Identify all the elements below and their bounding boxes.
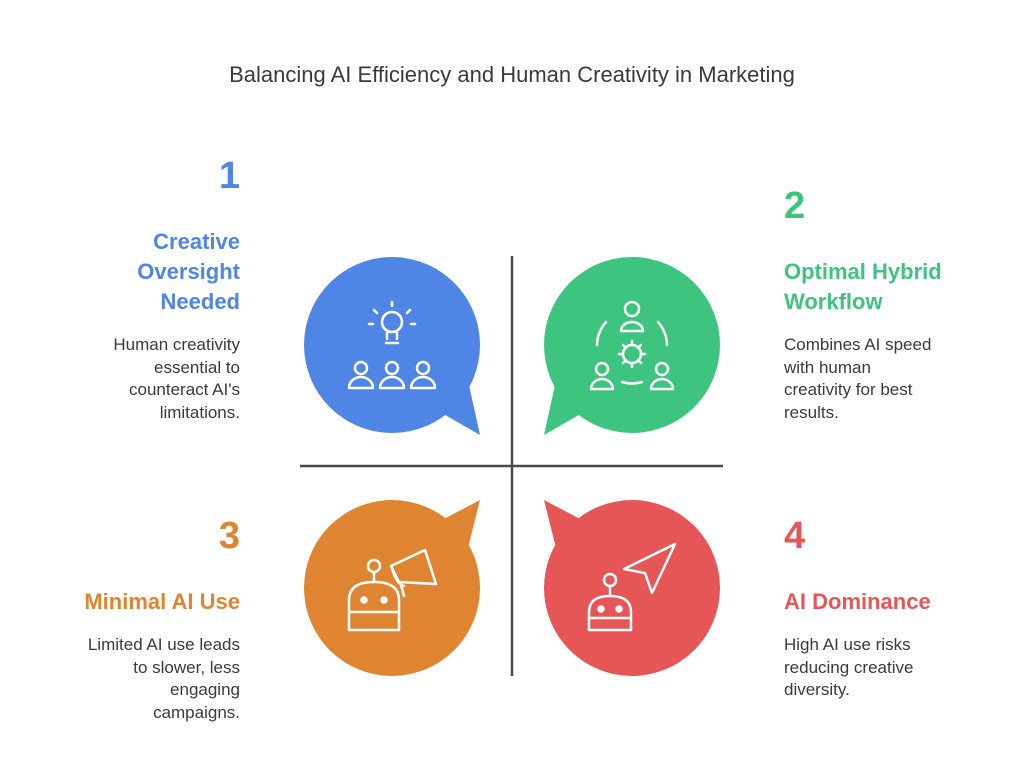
quadrant-3-heading: Minimal AI Use — [84, 589, 240, 614]
robot-megaphone-icon — [347, 548, 438, 632]
quadrant-3-text: 3 Minimal AI Use Limited AI use leads to… — [40, 517, 240, 724]
quadrant-1-text: 1 Creative Oversight Needed Human creati… — [40, 157, 240, 424]
quadrant-2-number: 2 — [784, 185, 806, 227]
quadrant-1-heading: Creative Oversight Needed — [137, 229, 240, 314]
robot-navigation-icon — [587, 542, 677, 632]
quadrant-3-number: 3 — [218, 515, 240, 557]
lightbulb-team-icon — [347, 300, 437, 390]
quadrant-4-text: 4 AI Dominance High AI use risks reducin… — [784, 517, 984, 702]
quadrant-2-heading: Optimal Hybrid Workflow — [784, 259, 942, 314]
diagram-title: Balancing AI Efficiency and Human Creati… — [229, 62, 795, 87]
quadrant-4-number: 4 — [784, 515, 806, 557]
quadrant-1-number: 1 — [218, 155, 240, 197]
quadrant-3-description: Limited AI use leads to slower, less eng… — [87, 635, 240, 722]
bubble-creative-oversight — [304, 257, 480, 435]
quadrant-2-description: Combines AI speed with human creativity … — [784, 335, 932, 422]
bubble-ai-dominance — [544, 500, 720, 676]
quadrant-1-description: Human creativity essential to counteract… — [113, 335, 240, 422]
quadrant-2-text: 2 Optimal Hybrid Workflow Combines AI sp… — [784, 187, 984, 424]
bubble-minimal-ai — [304, 500, 480, 676]
team-gear-icon — [589, 300, 675, 391]
quadrant-4-heading: AI Dominance — [784, 589, 931, 614]
quadrant-4-description: High AI use risks reducing creative dive… — [784, 635, 914, 699]
